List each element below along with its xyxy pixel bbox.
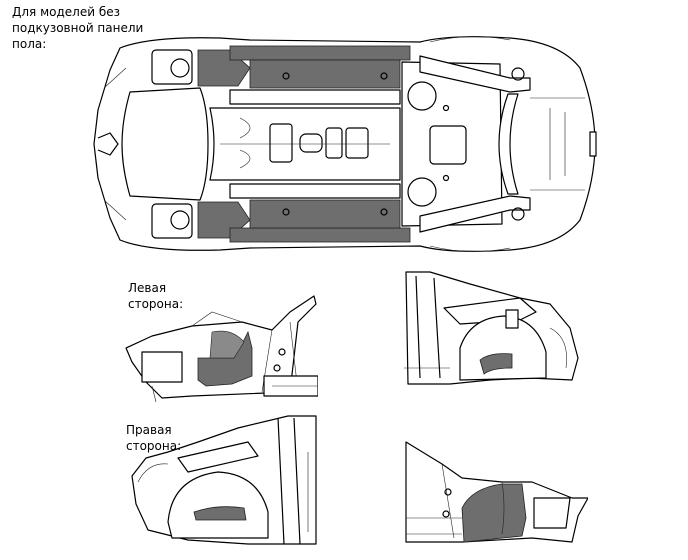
right-side-rear-diagram <box>402 438 588 550</box>
left-side-rear-diagram <box>400 268 586 388</box>
underbody-diagram <box>90 28 610 260</box>
right-side-label: Правая сторона: <box>126 423 182 453</box>
right-side-front-diagram <box>128 412 318 550</box>
note-no-underbody-panel: Для моделей без подкузовной панели пола: <box>12 5 144 51</box>
left-side-front-diagram <box>122 292 318 404</box>
left-side-label: Левая сторона: <box>128 281 184 311</box>
